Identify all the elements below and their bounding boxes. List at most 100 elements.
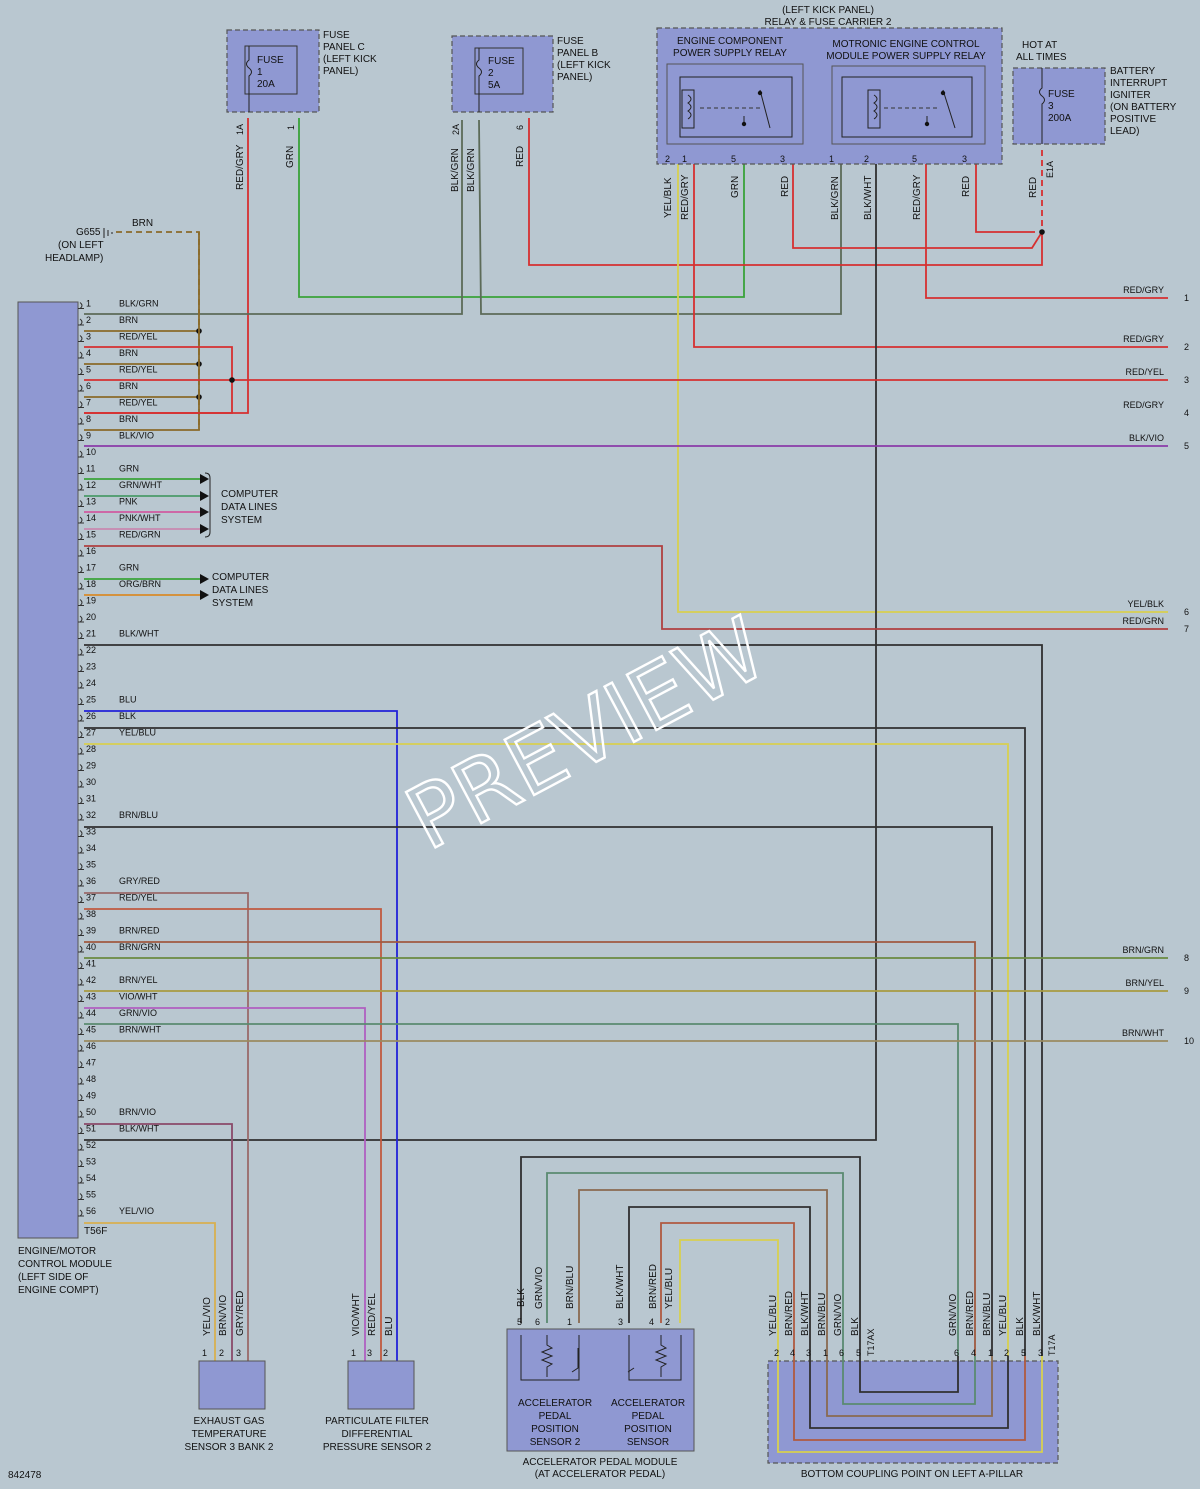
coupling-left-wire: BRN/BLU <box>817 1293 828 1336</box>
ecm-pin-number: 46 <box>86 1041 96 1051</box>
ecm-pin-number: 5 <box>86 365 91 375</box>
ecm-pin-number: 48 <box>86 1074 96 1084</box>
relay-2-pin-2: 2 <box>864 154 869 164</box>
coupling-right-wire: BRN/BLU <box>982 1293 993 1336</box>
fuse-2-wire-a: BLK/GRN <box>450 148 461 192</box>
coupling-left-pin: 3 <box>806 1348 811 1358</box>
relay-1-wire-1: RED/GRY <box>680 174 691 220</box>
ecm-pin-number: 51 <box>86 1124 96 1134</box>
pfilter-label-2: DIFFERENTIAL <box>341 1429 413 1440</box>
ecm-pin-number: 52 <box>86 1140 96 1150</box>
ecm-pin-number: 16 <box>86 546 96 556</box>
exhaust-pin-1: 1 <box>202 1348 207 1358</box>
coupling-left-connector: T17AX <box>866 1328 876 1356</box>
fuse-1-number: 1 <box>257 67 263 78</box>
ecm-pin-number: 1 <box>86 299 91 309</box>
coupling-left-pin: 4 <box>790 1348 795 1358</box>
relay-2-pin-1: 1 <box>829 154 834 164</box>
coupling-right-pin: 3 <box>1038 1348 1043 1358</box>
ecm-pin-hook <box>79 1176 83 1184</box>
ecm-pin-hook <box>79 830 83 837</box>
ecm-pin-hook <box>79 1209 83 1217</box>
pedal-wire-2: YEL/BLU <box>664 1268 675 1309</box>
pedal-pin-3: 3 <box>618 1317 623 1327</box>
ecm-pin-hook <box>79 401 83 408</box>
right-reference-list: RED/GRY1RED/GRY2RED/YEL3RED/GRY4BLK/VIO5… <box>1122 285 1194 1046</box>
ecm-pin-hook <box>79 632 83 639</box>
wire-42 <box>84 1222 216 1361</box>
ecm-pin-wire-color: BRN/YEL <box>119 975 158 985</box>
coupling-point <box>767 1360 1059 1464</box>
ecm-pin-hook <box>79 318 83 326</box>
ecm-pin-wire-color: PNK/WHT <box>119 513 161 523</box>
exhaust-wire-3: GRY/RED <box>235 1291 246 1336</box>
ecm-pin-hook <box>79 698 83 705</box>
pfilter-wire-1: VIO/WHT <box>351 1293 362 1336</box>
ecm-pin-wire-color: BLK/WHT <box>119 1124 160 1134</box>
ecm-pin-wire-color: BRN <box>119 414 138 424</box>
ecm-pin-hook <box>79 962 83 969</box>
coupling-loop <box>842 1356 976 1405</box>
ecm-pin-hook <box>79 863 83 870</box>
fuse-2-frame <box>474 47 524 95</box>
pfilter-pin-3: 3 <box>367 1348 372 1358</box>
ecm-pin-number: 40 <box>86 942 96 952</box>
ref-wire-color: RED/GRY <box>1123 400 1164 410</box>
wire-31 <box>84 743 1009 1356</box>
ecm-pin-wire-color: RED/YEL <box>119 398 158 408</box>
fuse-2-number: 2 <box>488 68 494 79</box>
coupling-right-wire: GRN/VIO <box>948 1294 959 1336</box>
relay-1-contact-b <box>757 90 763 96</box>
relay-1-contact-a <box>741 121 747 127</box>
ecm-pin-number: 11 <box>86 464 95 474</box>
pedal-pin-6: 6 <box>535 1317 540 1327</box>
ecm-pin-number: 37 <box>86 893 96 903</box>
hot-desc-1: BATTERY <box>1110 66 1156 77</box>
ecm-pin-hook <box>79 1160 83 1167</box>
relay-2-contact-a <box>924 121 930 127</box>
data-arrow-13 <box>200 507 209 517</box>
ecm-pin-wire-color: GRN <box>119 464 139 474</box>
coupling-right-pin: 6 <box>954 1348 959 1358</box>
wire-3 <box>84 120 463 315</box>
pfilter-wire-3: RED/YEL <box>367 1293 378 1336</box>
fuse-panel-b <box>451 35 554 113</box>
ecm-pin-number: 4 <box>86 348 91 358</box>
data-lines-1-l3: SYSTEM <box>221 515 262 526</box>
ground-name: G655 <box>76 227 101 238</box>
data-lines-2-l3: SYSTEM <box>212 598 253 609</box>
fuse-3-rating: 200A <box>1048 113 1072 124</box>
ecm-pin-wire-color: GRN/WHT <box>119 480 162 490</box>
fuse-2-wire-6: RED <box>515 146 526 167</box>
ecm-pin-hook <box>79 434 83 441</box>
wire-41 <box>84 1123 233 1361</box>
ecm-label-2: CONTROL MODULE <box>18 1259 112 1270</box>
exhaust-label-3: SENSOR 3 BANK 2 <box>185 1442 274 1453</box>
fuse-3-symbol <box>1039 68 1045 144</box>
ecm-pin-number: 33 <box>86 827 96 837</box>
ecm-pin-wire-color: BRN <box>119 381 138 391</box>
ecm-pin-number: 47 <box>86 1058 96 1068</box>
ecm-pin-number: 28 <box>86 744 96 754</box>
fuse-panel-c-desc-2: PANEL C <box>323 42 365 53</box>
relay-1-wire-5: GRN <box>730 176 741 198</box>
wire-33 <box>84 892 249 1361</box>
ecm-pin-wire-color: BRN/BLU <box>119 810 158 820</box>
ecm-pin-wire-color: ORG/BRN <box>119 579 161 589</box>
ground-wire: BRN <box>132 218 153 229</box>
ecm-pin-hook <box>79 896 83 903</box>
ecm-pin-number: 55 <box>86 1190 96 1200</box>
ecm-label-4: ENGINE COMPT) <box>18 1285 99 1296</box>
ecm-pin-number: 20 <box>86 612 96 622</box>
fuse-3-splice <box>1039 229 1045 235</box>
relay-1-frame <box>679 76 793 138</box>
wire-6 <box>677 150 1168 613</box>
wire-30 <box>84 727 1026 1356</box>
exhaust-pin-2: 2 <box>219 1348 224 1358</box>
ref-number: 1 <box>1184 293 1189 303</box>
fuse-panel-b-desc-1: FUSE <box>557 36 584 47</box>
ecm-pin-number: 14 <box>86 513 96 523</box>
relay-2-coil-winding <box>873 94 878 120</box>
hot-desc-6: LEAD) <box>1110 126 1139 137</box>
ecm-pin-number: 32 <box>86 810 96 820</box>
